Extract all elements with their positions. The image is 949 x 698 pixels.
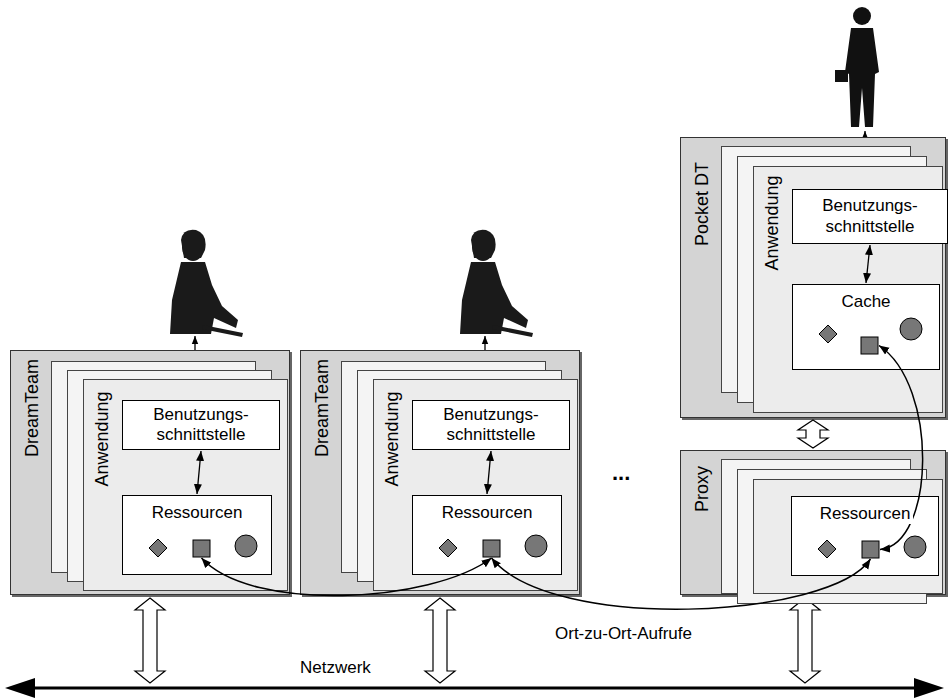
box-title: Cache — [838, 292, 893, 312]
resource-box: Ressourcen — [412, 495, 562, 575]
network-link — [135, 598, 165, 683]
resource-circle — [904, 536, 926, 558]
vertical-label: DreamTeam — [312, 359, 333, 457]
figure-body — [170, 262, 238, 334]
interface-box: Benutzungs- schnittstelle — [792, 189, 948, 244]
resource-circle — [900, 318, 922, 340]
hollow-link-arrow — [798, 420, 828, 448]
host-panel: Pocket DTAnwendungBenutzungs- schnittste… — [680, 137, 946, 418]
mobile-user-figure — [835, 7, 879, 127]
vertical-label: Anwendung — [382, 391, 403, 486]
application-window: Anwendung Benutzungs- schnittstelleRessou… — [83, 379, 288, 591]
user-figure — [460, 230, 533, 337]
vertical-label: Pocket DT — [692, 162, 713, 246]
user-figure — [170, 230, 243, 337]
keyboard — [492, 325, 533, 337]
host-panel: DreamTeam Anwendung Benutzungs- schnittste… — [10, 350, 290, 595]
application-window: AnwendungBenutzungs- schnittstelleCache — [753, 166, 943, 413]
box-title: Ressourcen — [439, 503, 536, 523]
remote-call-curve — [879, 346, 923, 550]
host-panel: ProxyRessourcen — [680, 450, 946, 595]
resource-diamond — [818, 540, 836, 558]
keyboard — [202, 325, 243, 337]
resource-square — [483, 540, 500, 557]
network-arrow-head — [5, 678, 35, 698]
figure-body — [845, 28, 879, 127]
figure-head — [853, 7, 871, 25]
vertical-label: Anwendung — [762, 175, 783, 270]
resource-circle — [525, 535, 547, 557]
box-title: Ressourcen — [149, 503, 246, 523]
resource-box: Cache — [792, 284, 940, 370]
vertical-label: DreamTeam — [22, 359, 43, 457]
briefcase — [835, 70, 848, 82]
resource-diamond — [439, 539, 457, 557]
ellipsis: ... — [610, 460, 632, 486]
network-line — [30, 687, 920, 690]
resource-box: Ressourcen — [122, 495, 272, 575]
resource-square — [862, 541, 879, 558]
vertical-label: Proxy — [692, 466, 713, 512]
flow-arrow — [866, 245, 870, 283]
resource-square — [861, 337, 878, 354]
resource-circle — [235, 535, 257, 557]
interface-box: Benutzungs- schnittstelle — [412, 400, 570, 450]
resource-box: Ressourcen — [791, 496, 939, 576]
box-label: Benutzungs- schnittstelle — [123, 405, 279, 445]
application-window: Anwendung Benutzungs- schnittstelleRessou… — [373, 379, 578, 591]
host-panel: DreamTeam Anwendung Benutzungs- schnittste… — [300, 350, 580, 595]
network-label: Netzwerk — [298, 658, 373, 678]
interface-box: Benutzungs- schnittstelle — [122, 400, 280, 450]
figure-hair — [471, 230, 496, 258]
network-link — [790, 598, 820, 683]
remote-call-curve — [202, 558, 492, 596]
box-label: Benutzungs- schnittstelle — [793, 196, 947, 236]
flow-arrow — [487, 451, 491, 494]
box-label: Benutzungs- schnittstelle — [413, 405, 569, 445]
flow-arrow — [197, 451, 201, 494]
network-arrow-head — [914, 678, 944, 698]
vertical-label: Anwendung — [92, 391, 113, 486]
figure-hair — [181, 230, 206, 258]
box-title: Ressourcen — [817, 504, 914, 524]
resource-diamond — [149, 539, 167, 557]
remote-call-curve — [492, 558, 871, 609]
resource-square — [193, 540, 210, 557]
resource-diamond — [819, 325, 837, 343]
figure-body — [460, 262, 528, 334]
call-label: Ort-zu-Ort-Aufrufe — [553, 624, 694, 644]
network-link — [425, 598, 455, 683]
